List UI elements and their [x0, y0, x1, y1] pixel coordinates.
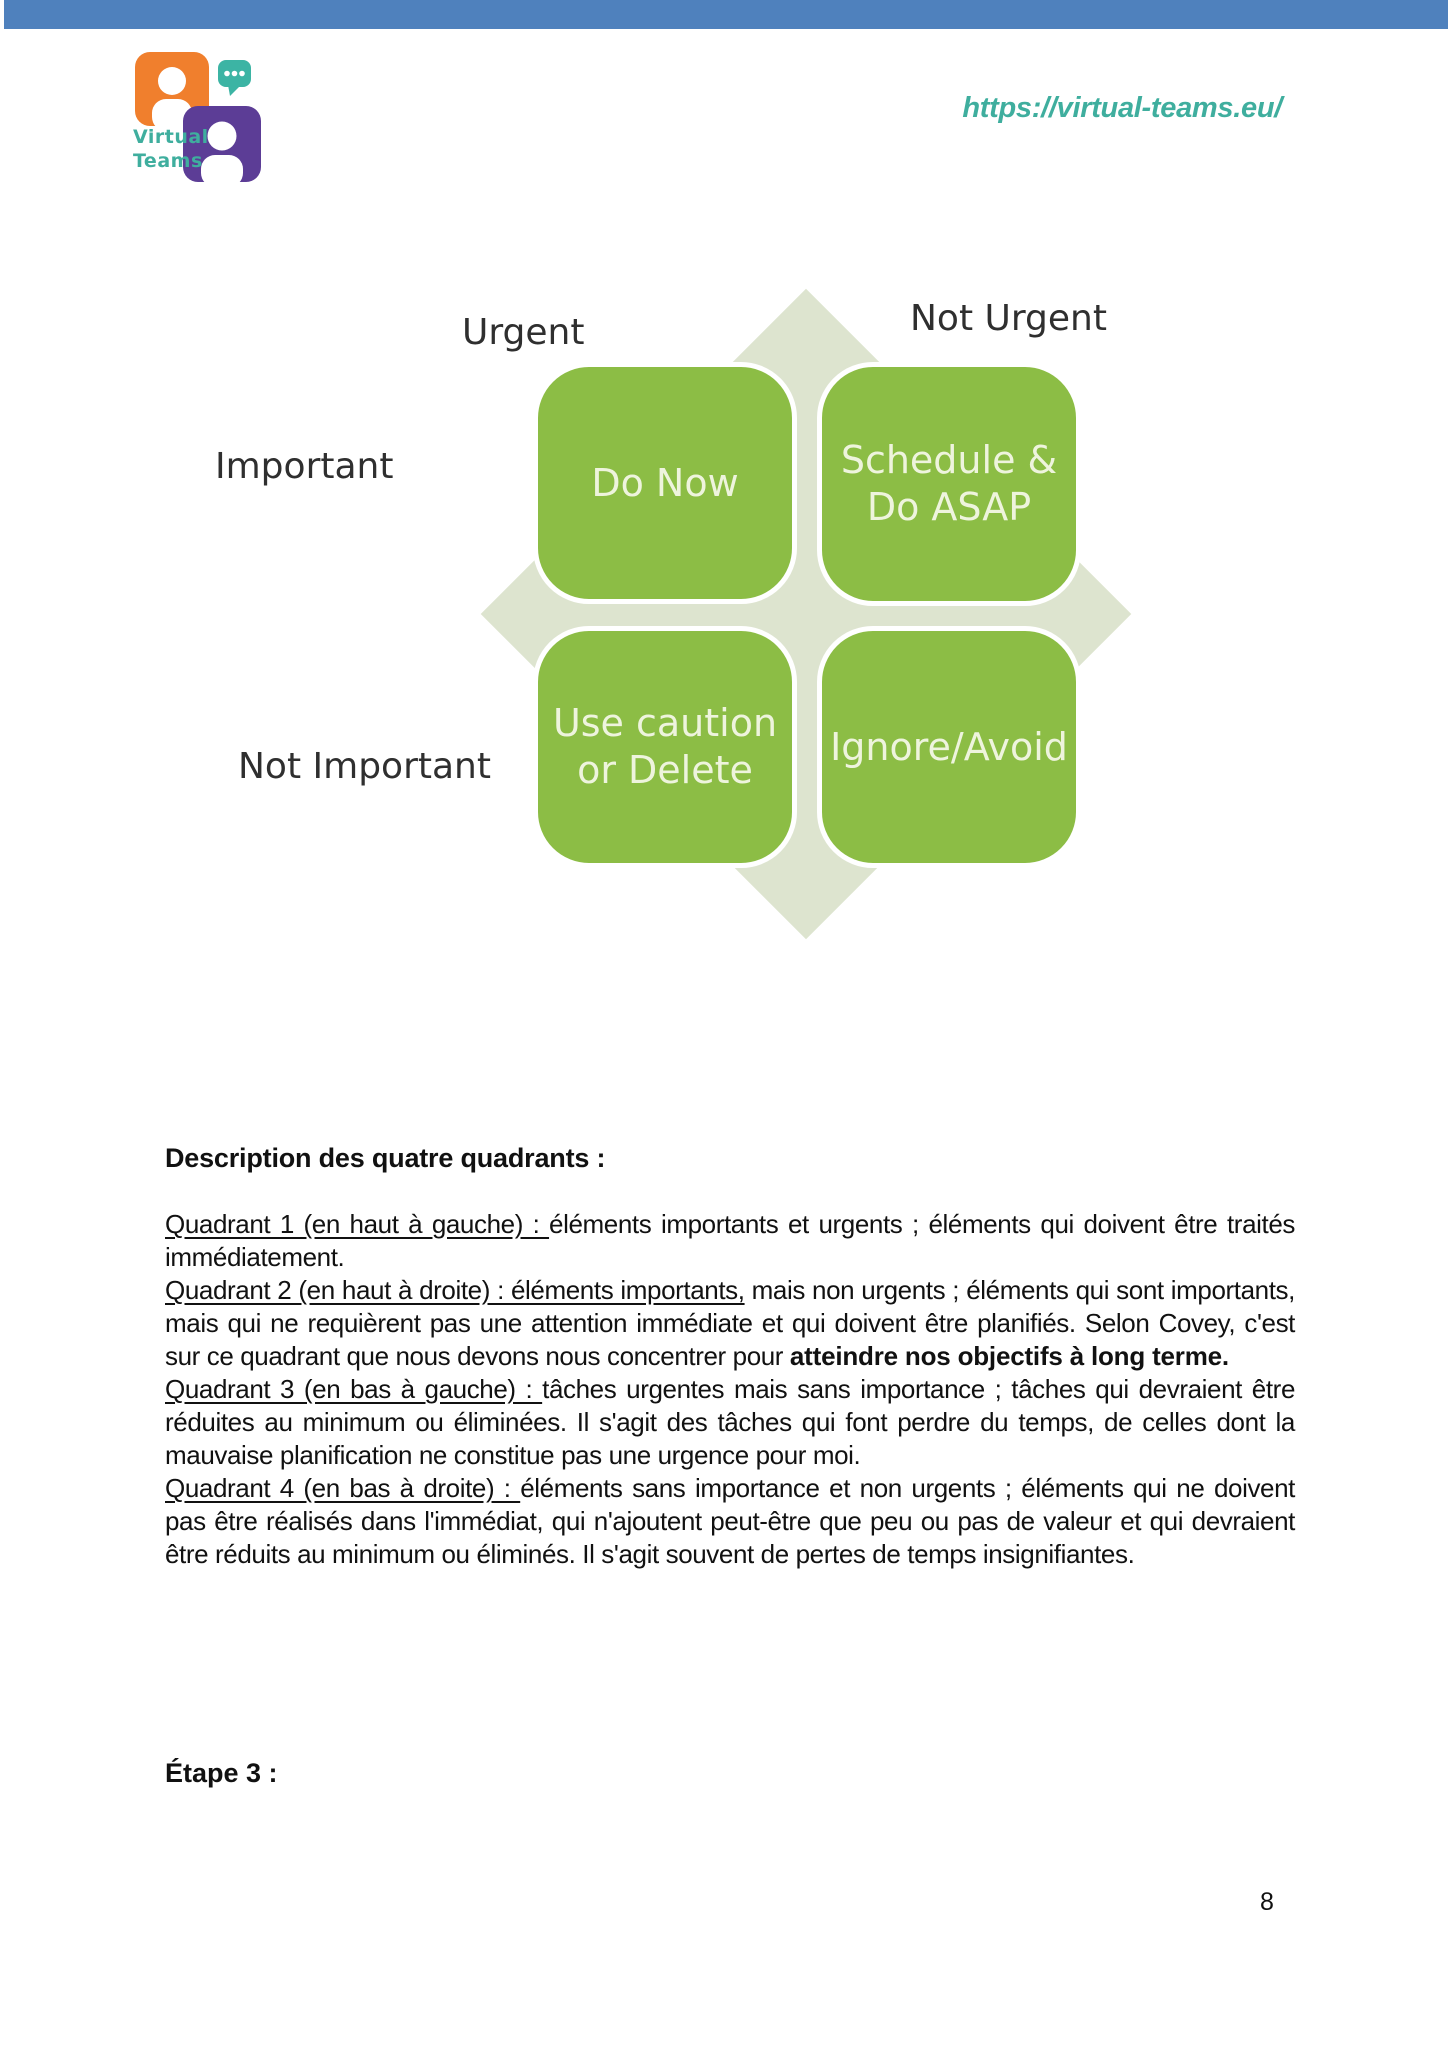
etape-3-heading: Étape 3 : — [165, 1758, 278, 1788]
label-important: Important — [215, 446, 394, 487]
top-accent-bar — [4, 0, 1448, 29]
logo-wordmark-line1: Virtual — [133, 126, 209, 148]
site-url-link[interactable]: https://virtual-teams.eu/ — [962, 92, 1282, 124]
quadrant-ignore-avoid: Ignore/Avoid — [817, 626, 1081, 868]
quadrant-text-line: Do Now — [591, 460, 739, 505]
label-not-important: Not Important — [238, 746, 491, 787]
virtual-teams-logo: Virtual Teams — [133, 48, 273, 183]
quadrant-1-lead: Quadrant 1 (en haut à gauche) : — [165, 1209, 550, 1239]
quadrant-text-line: Ignore/Avoid — [830, 724, 1068, 769]
quadrant-text-line: Schedule & — [840, 438, 1058, 482]
description-heading: Description des quatre quadrants : — [165, 1143, 606, 1173]
quadrant-4-text: éléments sans importance et non urgents … — [165, 1473, 1295, 1569]
description-section: Description des quatre quadrants : Quadr… — [165, 1142, 1295, 1571]
quadrant-2-lead: Quadrant 2 (en haut à droite) : éléments… — [165, 1275, 745, 1305]
quadrant-text-line: or Delete — [577, 748, 753, 792]
quadrant-2-paragraph: Quadrant 2 (en haut à droite) : éléments… — [165, 1274, 1295, 1373]
quadrant-1-paragraph: Quadrant 1 (en haut à gauche) : éléments… — [165, 1208, 1295, 1274]
quadrant-4-lead: Quadrant 4 (en bas à droite) : — [165, 1473, 521, 1503]
quadrant-do-now: Do Now — [533, 362, 797, 604]
quadrant-text-line: Use caution — [552, 701, 778, 745]
page-number: 8 — [1260, 1888, 1274, 1916]
quadrant-use-caution-or-delete: Use caution or Delete — [533, 626, 797, 868]
chat-bubble-icon — [218, 60, 251, 96]
quadrant-text-line: Do ASAP — [866, 485, 1032, 529]
quadrant-4-paragraph: Quadrant 4 (en bas à droite) : éléments … — [165, 1472, 1295, 1571]
quadrant-2-text: mais non urgents ; éléments qui sont imp… — [165, 1275, 1295, 1371]
quadrant-2-bold: atteindre nos objectifs à long terme. — [789, 1341, 1229, 1371]
label-not-urgent: Not Urgent — [910, 298, 1107, 339]
logo-wordmark-line2: Teams — [133, 150, 203, 172]
quadrant-3-paragraph: Quadrant 3 (en bas à gauche) : tâches ur… — [165, 1373, 1295, 1472]
person-icon-orange — [135, 52, 209, 126]
quadrant-schedule-do-asap: Schedule & Do ASAP — [817, 362, 1081, 606]
label-urgent: Urgent — [462, 312, 585, 353]
quadrant-3-text: tâches urgentes mais sans importance ; t… — [165, 1374, 1295, 1470]
person-icon-purple — [183, 106, 261, 182]
eisenhower-matrix-diagram: Urgent Not Urgent Important Not Importan… — [0, 0, 1448, 1000]
logo-graphic — [135, 52, 261, 182]
quadrant-1-text: éléments importants et urgents ; élément… — [165, 1209, 1295, 1272]
quadrant-3-lead: Quadrant 3 (en bas à gauche) : — [165, 1374, 543, 1404]
